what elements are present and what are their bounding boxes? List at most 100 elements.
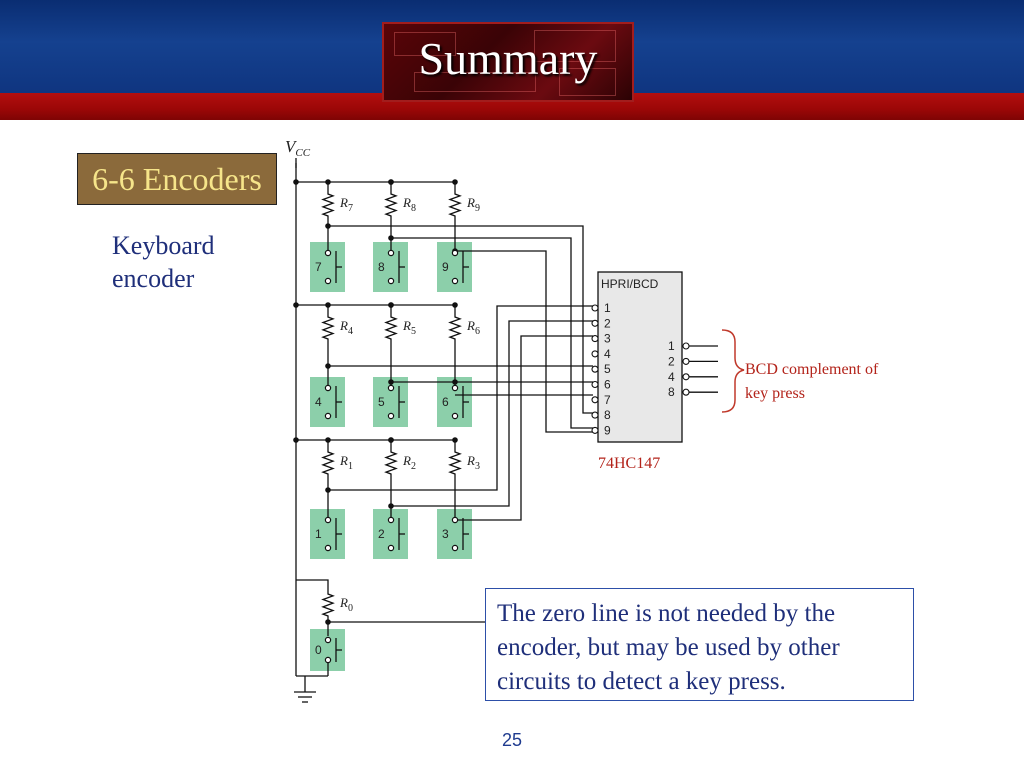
signal-3 xyxy=(455,335,593,521)
key-label: 8 xyxy=(378,260,385,274)
chip-part-number: 74HC147 xyxy=(598,455,660,472)
chip-output-pin xyxy=(682,342,690,350)
resistor-9 xyxy=(448,182,462,228)
key-label: 7 xyxy=(315,260,322,274)
resistor-label: R4 xyxy=(339,318,353,337)
resistor-8 xyxy=(384,182,398,228)
output-note-line1: BCD complement of xyxy=(745,361,879,378)
switch-contact xyxy=(387,249,395,257)
junction-dot xyxy=(325,487,331,493)
chip-input-label: 9 xyxy=(604,423,611,437)
wire xyxy=(296,579,329,582)
resistor-label: R6 xyxy=(466,318,480,337)
switch-contact xyxy=(324,412,332,420)
output-brace xyxy=(721,329,745,413)
key-label: 1 xyxy=(315,527,322,541)
resistor-label: R9 xyxy=(466,195,480,214)
chip-input-pin xyxy=(591,335,599,343)
switch-contact xyxy=(451,544,459,552)
key-label: 9 xyxy=(442,260,449,274)
junction-dot xyxy=(452,379,458,385)
switch-contact xyxy=(324,277,332,285)
key-label: 3 xyxy=(442,527,449,541)
chip-input-pin xyxy=(591,319,599,327)
chip-function-label: HPRI/BCD xyxy=(601,277,659,291)
chip-input-pin xyxy=(591,350,599,358)
chip-output-pin xyxy=(682,357,690,365)
switch-contact xyxy=(324,544,332,552)
resistor-label: R2 xyxy=(402,453,416,472)
resistor-6 xyxy=(448,305,462,351)
chip-input-pin xyxy=(591,304,599,312)
chip-output-label: 1 xyxy=(668,339,675,353)
chip-output-label: 4 xyxy=(668,370,675,384)
page-number: 25 xyxy=(501,730,523,750)
vcc-label: VCC xyxy=(285,137,311,159)
resistor-4 xyxy=(321,305,335,351)
chip-output-label: 2 xyxy=(668,354,675,368)
chip-output-label: 8 xyxy=(668,385,675,399)
resistor-5 xyxy=(384,305,398,351)
resistors xyxy=(321,182,462,628)
output-note-line2: key press xyxy=(745,385,805,402)
resistor-label: R3 xyxy=(466,453,480,472)
switch-contact xyxy=(451,277,459,285)
key-label: 5 xyxy=(378,395,385,409)
chip-output-pin xyxy=(682,388,690,396)
switch-contact xyxy=(451,412,459,420)
signal-2 xyxy=(391,320,593,507)
switch-contact xyxy=(324,384,332,392)
chip-input-label: 4 xyxy=(604,347,611,361)
signal-8 xyxy=(391,237,593,429)
switch-contact xyxy=(451,249,459,257)
encoder-chip-body xyxy=(597,271,683,443)
switch-contact xyxy=(451,384,459,392)
switch-contact xyxy=(324,249,332,257)
chip-output-pin xyxy=(682,373,690,381)
junction-dot xyxy=(388,235,394,241)
switch-contact xyxy=(387,544,395,552)
resistor-label: R1 xyxy=(339,453,353,472)
chip-input-label: 3 xyxy=(604,332,611,346)
chip-input-pin xyxy=(591,365,599,373)
resistor-0 xyxy=(321,582,335,628)
resistor-1 xyxy=(321,440,335,486)
resistor-label: R7 xyxy=(339,195,353,214)
key-label: 6 xyxy=(442,395,449,409)
chip-input-pin xyxy=(591,396,599,404)
junction-dot xyxy=(388,379,394,385)
switch-contact xyxy=(451,516,459,524)
switch-contact xyxy=(324,656,332,664)
title-circuit-board-image xyxy=(382,22,634,102)
chip-input-label: 7 xyxy=(604,393,611,407)
junction-dot xyxy=(388,503,394,509)
switch-contact xyxy=(387,516,395,524)
key-label: 2 xyxy=(378,527,385,541)
diagram-subtitle: Keyboard encoder xyxy=(112,231,215,293)
resistor-label: R0 xyxy=(339,595,353,614)
resistor-3 xyxy=(448,440,462,486)
chip-input-pin xyxy=(591,380,599,389)
chip-input-label: 5 xyxy=(604,362,611,376)
junction-dot xyxy=(325,363,331,369)
chip-input-pin xyxy=(591,426,599,434)
chip-input-pin xyxy=(591,411,599,419)
switches xyxy=(324,249,469,664)
resistor-7 xyxy=(321,182,335,228)
signal-9 xyxy=(455,250,593,433)
key-label: 4 xyxy=(315,395,322,409)
resistor-label: R5 xyxy=(402,318,416,337)
resistor-label: R8 xyxy=(402,195,416,214)
chip-input-label: 2 xyxy=(604,316,611,330)
chip-input-label: 1 xyxy=(604,301,611,315)
resistor-2 xyxy=(384,440,398,486)
switch-contact xyxy=(324,636,332,644)
zero-line-callout: The zero line is not needed by the encod… xyxy=(485,588,914,701)
signal-1 xyxy=(328,305,593,491)
switch-contact xyxy=(387,412,395,420)
switch-contact xyxy=(387,277,395,285)
slide-title: Summary xyxy=(418,33,598,84)
chip-input-label: 8 xyxy=(604,408,611,422)
